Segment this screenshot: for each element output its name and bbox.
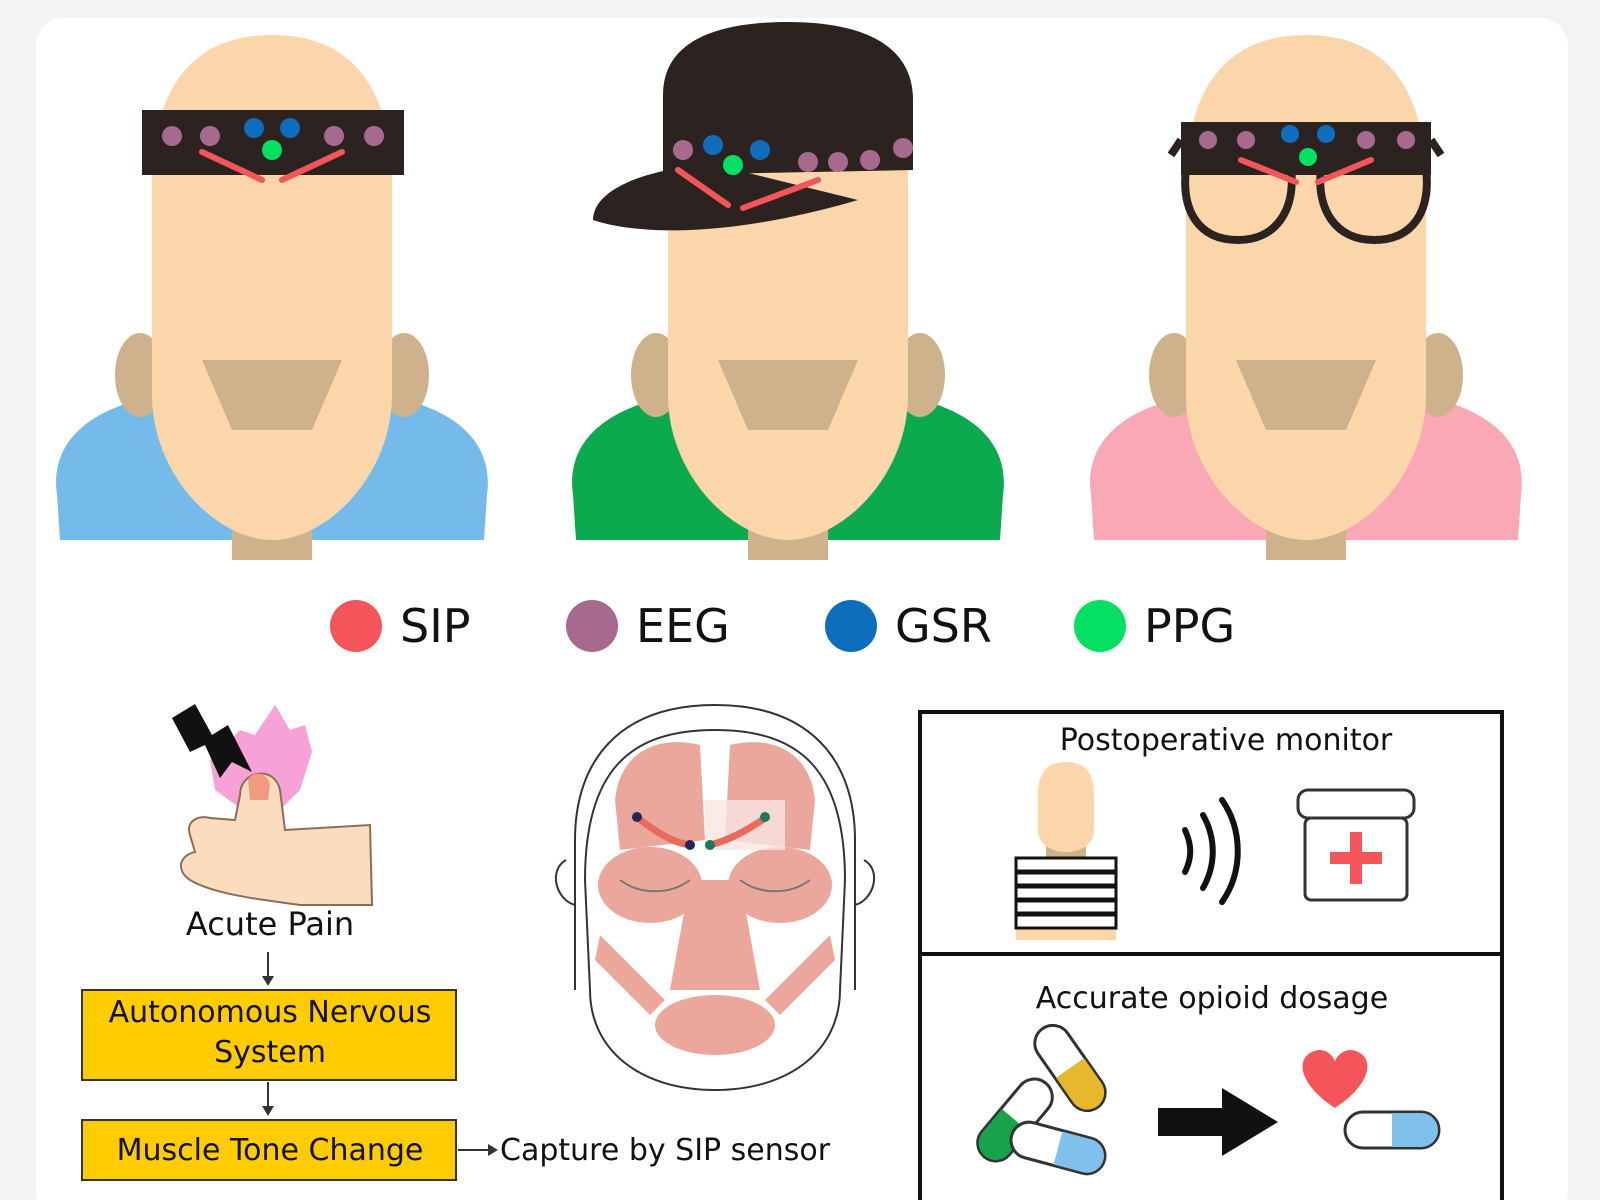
glasses-icon bbox=[1167, 122, 1445, 245]
figure-card bbox=[36, 18, 1568, 1200]
legend-label-eeg: EEG bbox=[636, 599, 730, 653]
heart-icon bbox=[1302, 1049, 1368, 1108]
ans-box bbox=[81, 989, 457, 1081]
legend-item-ppg: PPG bbox=[1074, 599, 1235, 653]
legend-label-sip: SIP bbox=[400, 599, 471, 653]
lightning-icon bbox=[172, 704, 252, 778]
ans-label-line1: Autonomous Nervous bbox=[109, 995, 432, 1030]
wireless-signal-icon bbox=[1182, 797, 1241, 905]
dosage-title: Accurate opioid dosage bbox=[1036, 981, 1388, 1016]
muscle-label: Muscle Tone Change bbox=[117, 1133, 424, 1168]
monitor-title: Postoperative monitor bbox=[1060, 723, 1393, 758]
pills-icon bbox=[976, 1023, 1107, 1176]
capture-label: Capture by SIP sensor bbox=[500, 1133, 831, 1168]
headband-icon bbox=[142, 110, 404, 183]
patient-icon bbox=[1014, 762, 1118, 940]
single-pill-icon bbox=[1343, 1110, 1441, 1150]
legend-item-sip: SIP bbox=[330, 599, 471, 653]
ans-label-line2: System bbox=[214, 1035, 326, 1070]
legend: SIP EEG GSR PPG bbox=[330, 599, 1235, 653]
arrow-right-icon bbox=[1158, 1088, 1278, 1156]
thumb-icon bbox=[180, 772, 374, 906]
muscle-box bbox=[81, 1119, 457, 1181]
person-glasses bbox=[1090, 35, 1522, 560]
legend-item-eeg: EEG bbox=[566, 599, 730, 653]
medical-kit-icon bbox=[1296, 788, 1416, 902]
cap-icon bbox=[593, 22, 913, 231]
legend-label-gsr: GSR bbox=[895, 599, 992, 653]
person-headband bbox=[56, 35, 488, 560]
face-muscle-diagram bbox=[555, 703, 875, 1092]
dosage-panel bbox=[918, 952, 1504, 1200]
person-cap bbox=[572, 22, 1004, 560]
pain-illustration bbox=[172, 704, 374, 906]
legend-item-gsr: GSR bbox=[825, 599, 992, 653]
acute-pain-label: Acute Pain bbox=[186, 905, 354, 943]
legend-label-ppg: PPG bbox=[1144, 599, 1235, 653]
